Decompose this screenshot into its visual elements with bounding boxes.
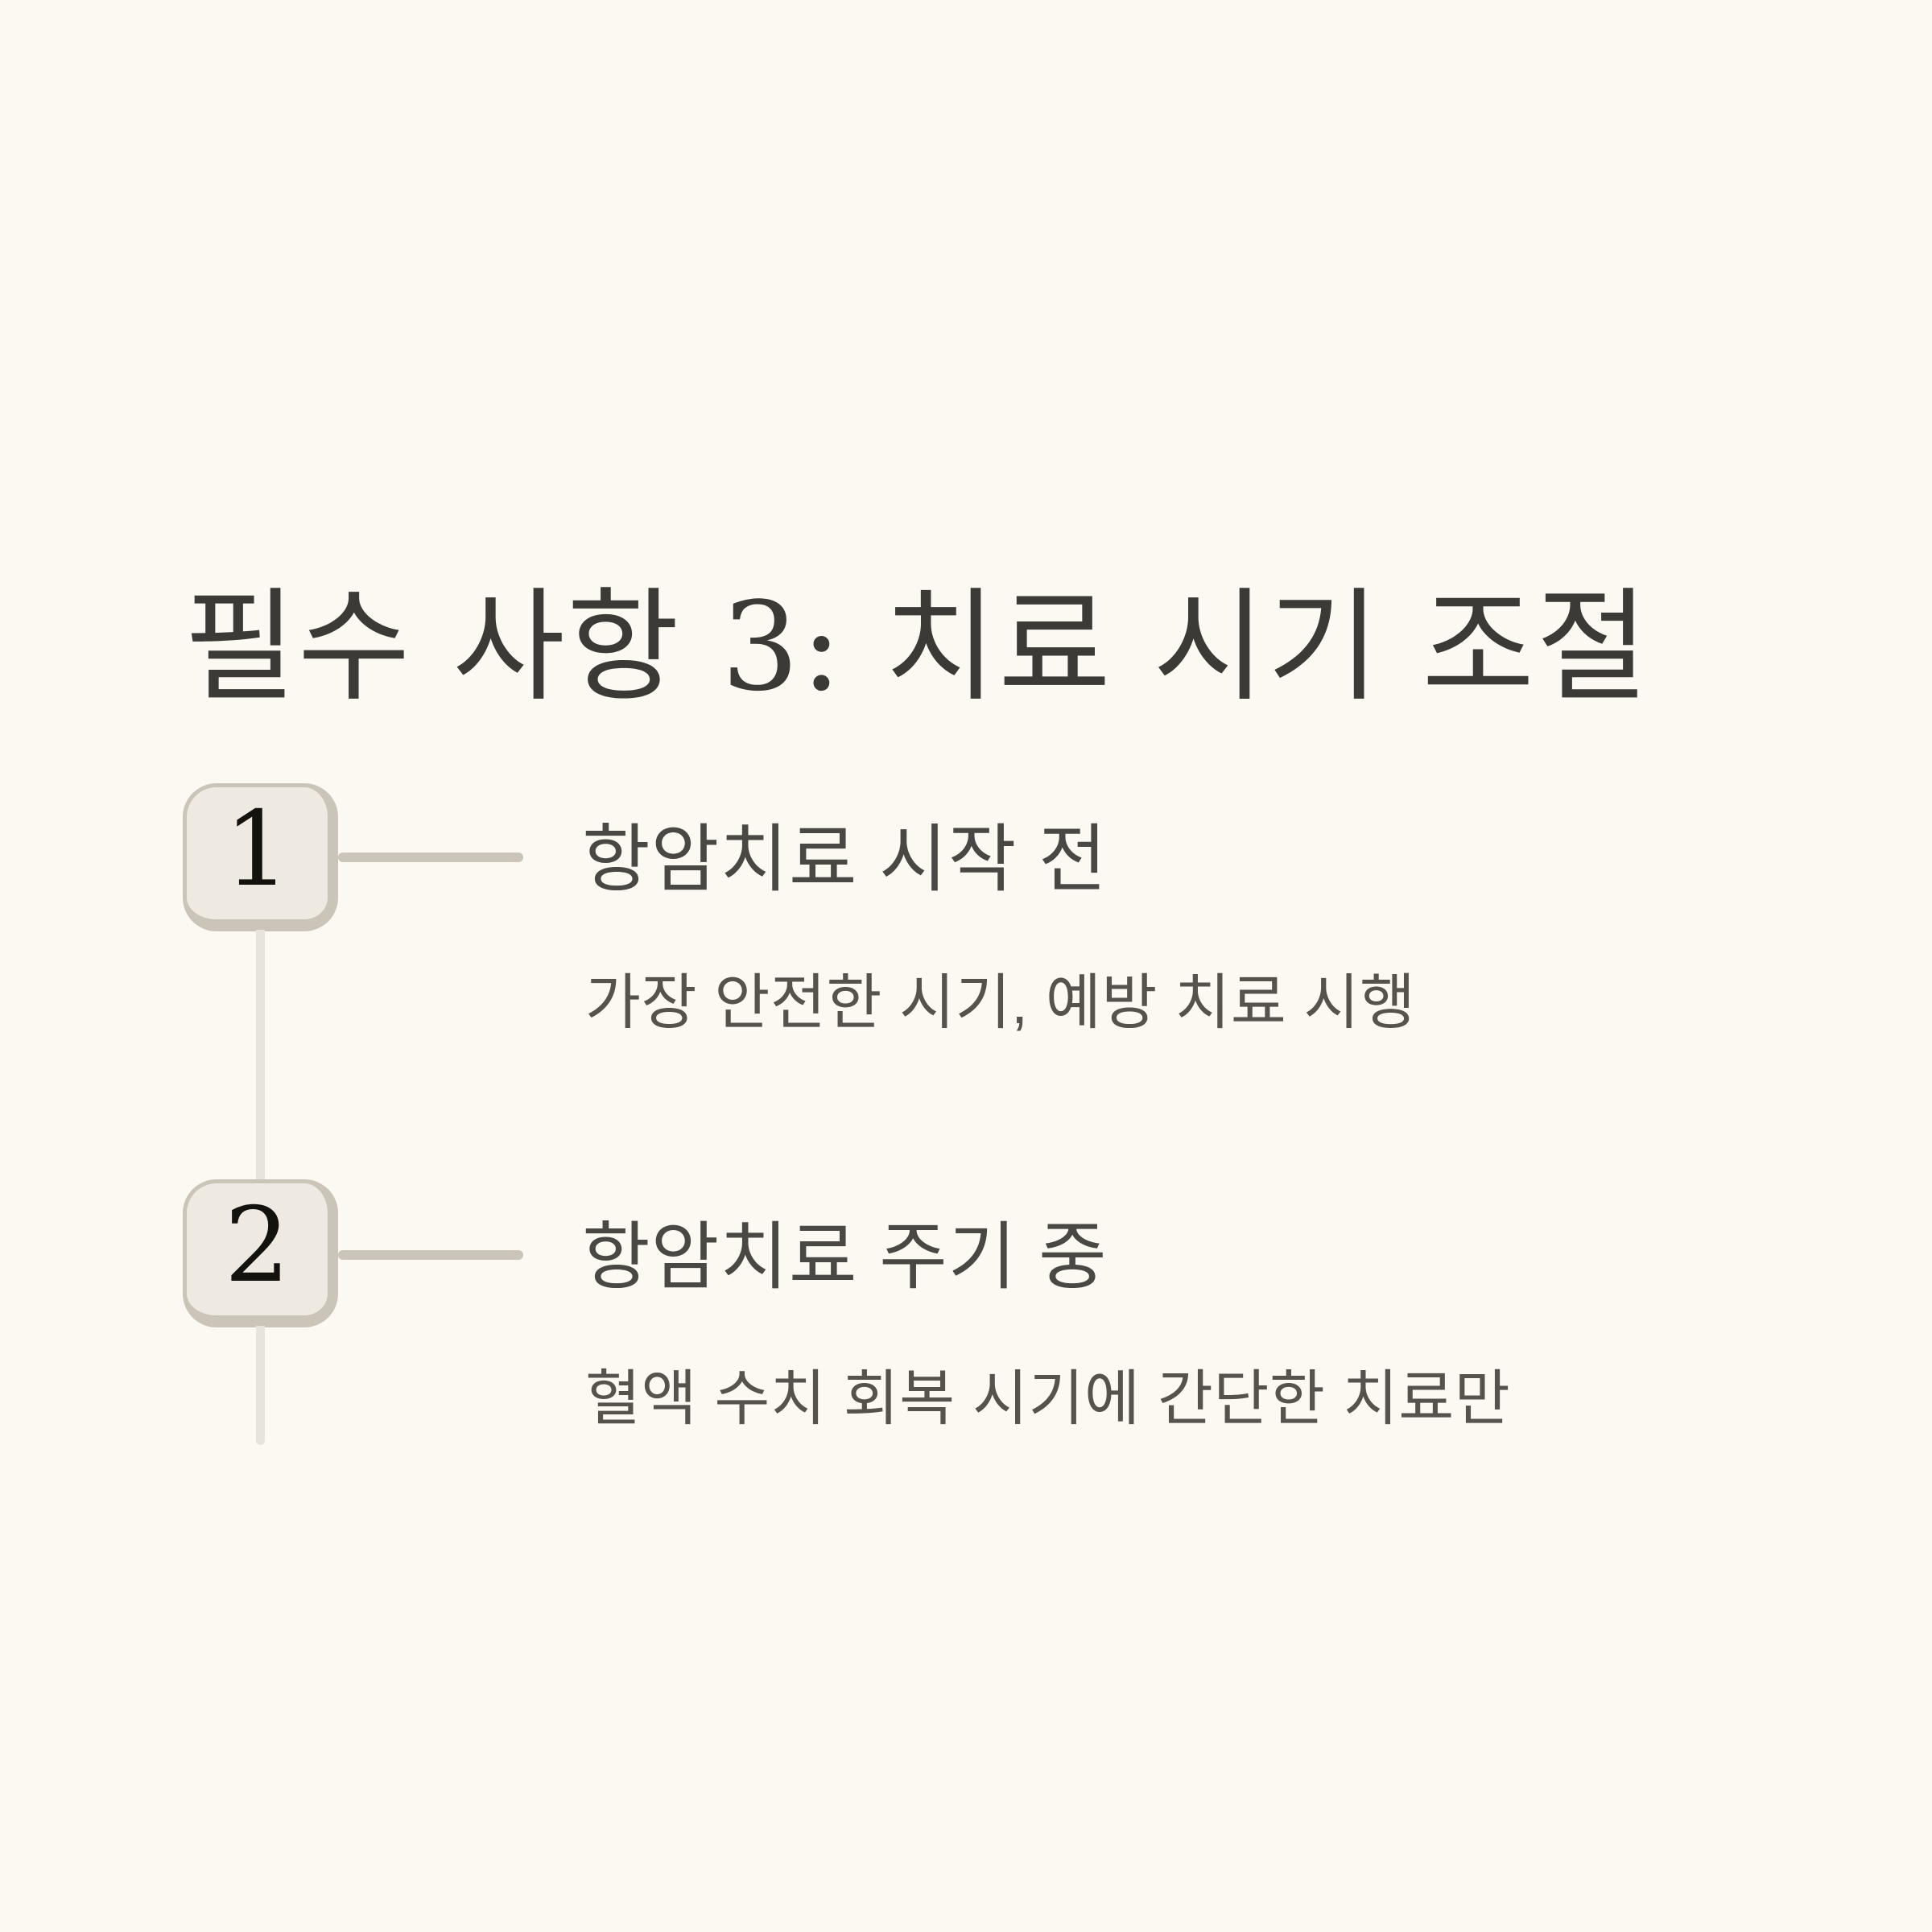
step-description-2: 혈액 수치 회복 시기에 간단한 치료만 — [585, 1364, 1511, 1432]
step-badge-1: 1 — [183, 783, 338, 931]
timeline-rail-segment-1 — [256, 930, 265, 1183]
step-heading-2: 항암치료 주기 중 — [582, 1216, 1108, 1298]
step-heading-1: 항암치료 시작 전 — [582, 819, 1108, 901]
step-badge-2: 2 — [183, 1179, 338, 1327]
connector-line-2 — [338, 1250, 523, 1260]
step-number-2: 2 — [224, 1186, 291, 1306]
step-description-1: 가장 안전한 시기, 예방 치료 시행 — [585, 968, 1416, 1036]
timeline-rail-segment-2 — [256, 1326, 265, 1445]
step-number-1: 1 — [224, 790, 291, 910]
page-title: 필수 사항 3: 치료 시기 조절 — [184, 575, 1650, 718]
connector-line-1 — [338, 852, 523, 862]
